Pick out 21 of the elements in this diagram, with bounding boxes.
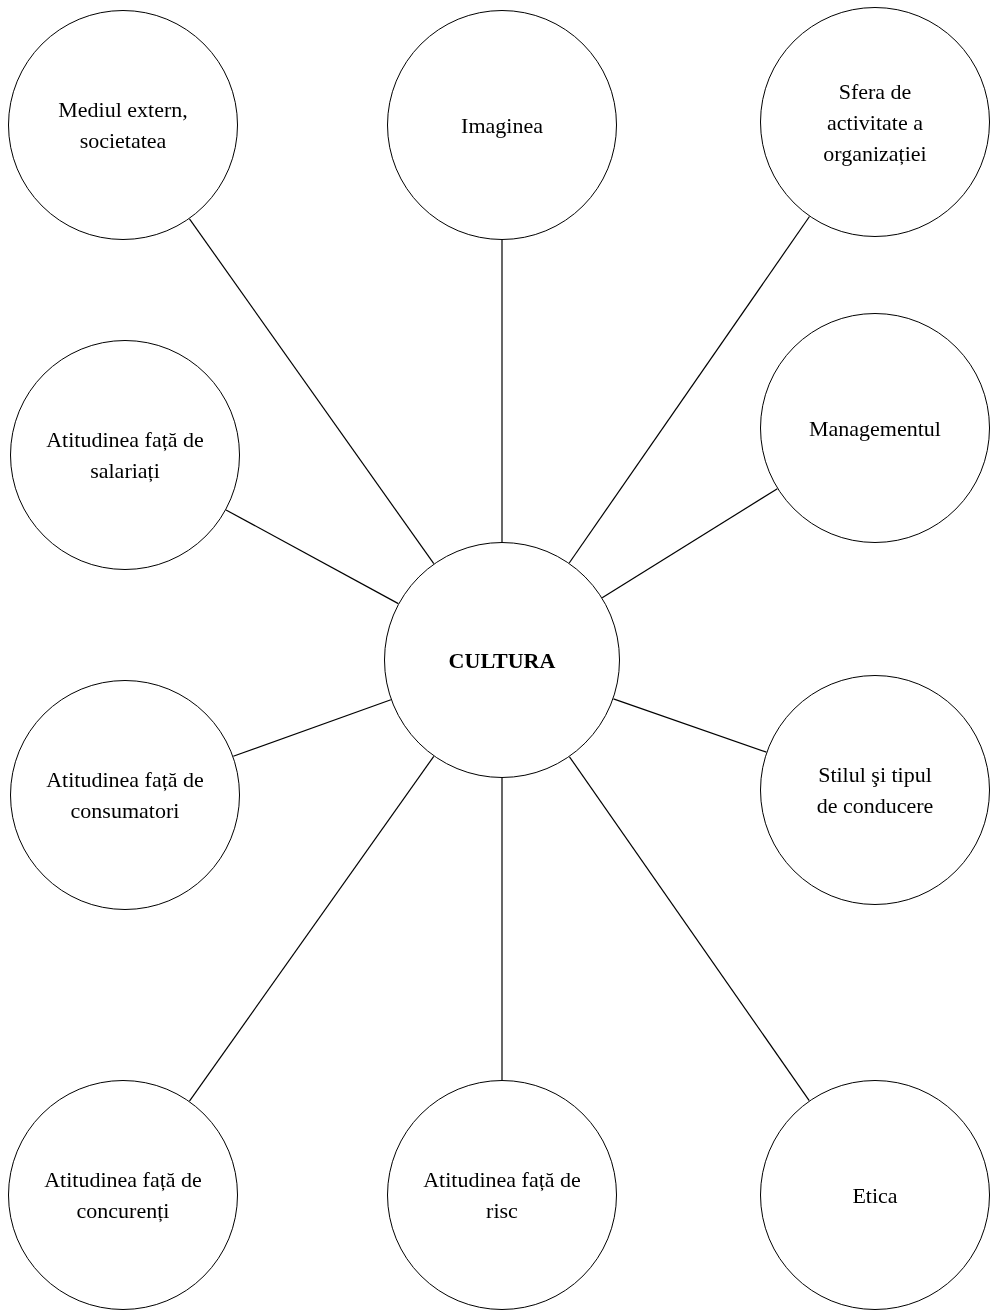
connector-line [568, 215, 811, 564]
node-label: Atitudinea față de consumatori [45, 766, 205, 825]
node-label: Etica [852, 1181, 898, 1210]
connector-line [501, 239, 503, 543]
node-label: Sfera de activitate a organizației [822, 77, 928, 168]
node-label: Atitudinea față de risc [422, 1166, 582, 1225]
node-label: Mediul extern, societatea [57, 96, 189, 155]
connector-line [188, 755, 435, 1102]
connector-line [601, 488, 778, 599]
node-label: Managementul [809, 414, 941, 443]
node-label: Imaginea [461, 111, 543, 140]
node-label: Atitudinea față de concurenți [43, 1166, 203, 1225]
connector-line [232, 699, 392, 757]
node-label: Atitudinea față de salariați [45, 426, 205, 485]
node-label: Stilul şi tipul de conducere [815, 761, 935, 820]
connector-line [612, 698, 767, 753]
connector-line [225, 509, 399, 605]
connector-line [188, 218, 435, 565]
connector-line [501, 777, 503, 1081]
connector-line [568, 756, 810, 1102]
center-label: CULTURA [448, 646, 556, 675]
